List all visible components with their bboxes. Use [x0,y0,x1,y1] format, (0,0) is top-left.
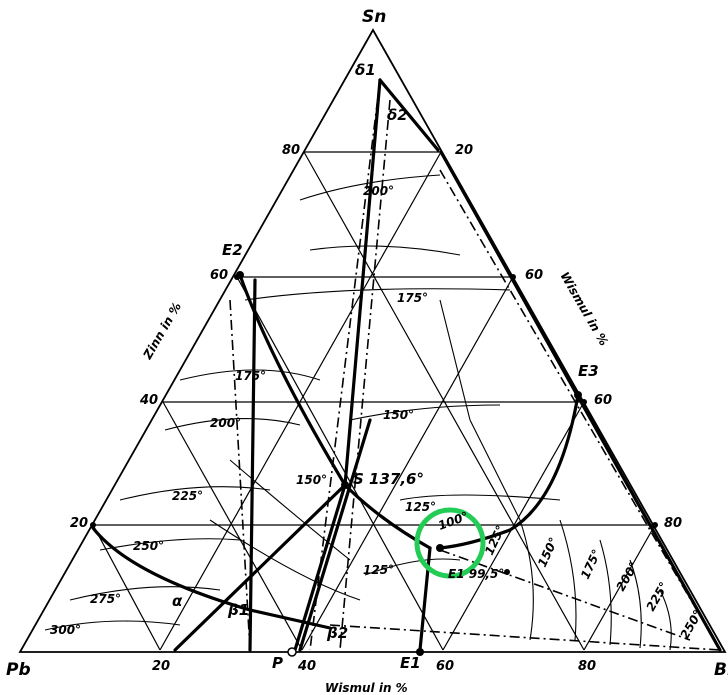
point-e1 [436,544,444,552]
tick-left-40: 40 [139,393,158,408]
temp-300-left: 300° [50,623,81,637]
point-e1-bottom [416,648,424,656]
label-s: S 137,6° [353,470,424,488]
tie-lines [229,79,721,651]
point-right-80 [652,522,658,528]
label-e1-bottom: E1 [400,654,421,672]
tick-bottom-80: 80 [578,659,596,674]
point-left-20 [90,522,96,528]
tick-left-20: 20 [70,516,88,531]
label-beta1: β1 [227,601,249,619]
tick-left-60: 60 [210,268,228,283]
point-e3 [574,391,582,399]
temp-150-center: 150° [383,408,414,422]
temp-200-right: 200° [613,560,641,594]
label-e2: E2 [222,241,243,259]
corner-label-sn: Sn [362,7,386,27]
temp-200-left: 200° [210,416,241,430]
corner-label-bi: Bi [714,660,728,680]
ternary-triangle [18,28,727,653]
temp-250-left: 250° [133,539,164,553]
temp-275-left: 275° [90,592,121,606]
point-s [341,481,349,489]
label-beta2: β2 [326,624,348,642]
temp-175-upper: 175° [397,291,428,305]
corner-label-pb: Pb [6,660,31,680]
label-e3: E3 [578,362,599,380]
temp-175-left: 175° [235,369,266,383]
tick-bottom-40: 40 [297,659,316,674]
tick-right-20: 20 [455,143,473,158]
axis-title-right: Wismul in % [557,270,610,349]
temp-125-center: 125° [405,500,436,514]
invariant-points [90,271,658,657]
tick-right-60a: 60 [525,268,543,283]
axis-title-left: Zinn in % [140,300,184,362]
composition-grid [92,151,656,651]
axis-title-bottom: Wismul in % [325,681,408,695]
isotherms [44,174,672,651]
label-p: P [272,654,283,672]
tick-left-80: 80 [282,143,300,158]
tick-right-60b: 60 [594,393,612,408]
label-alpha: α [172,592,183,610]
point-e1-label-dot [504,569,510,575]
temp-175-right: 175° [578,547,604,581]
temp-125-right: 125° [482,523,508,557]
temp-150-right: 150° [535,535,561,569]
temp-225-left: 225° [172,489,203,503]
point-p [287,647,297,657]
tick-bottom-20: 20 [152,659,170,674]
label-delta1: δ1 [355,61,376,79]
temp-200-top: 200° [363,184,394,198]
temp-125-lower: 125° [363,563,394,577]
tick-right-80: 80 [664,516,682,531]
label-delta2: δ2 [387,106,408,124]
tick-bottom-60: 60 [436,659,454,674]
highlight-circle [414,507,486,579]
temp-150-left: 150° [296,473,327,487]
phase-boundaries [91,78,722,652]
label-e1-mid: E1 99,5° [448,567,504,581]
temp-250-right: 250° [677,608,705,642]
